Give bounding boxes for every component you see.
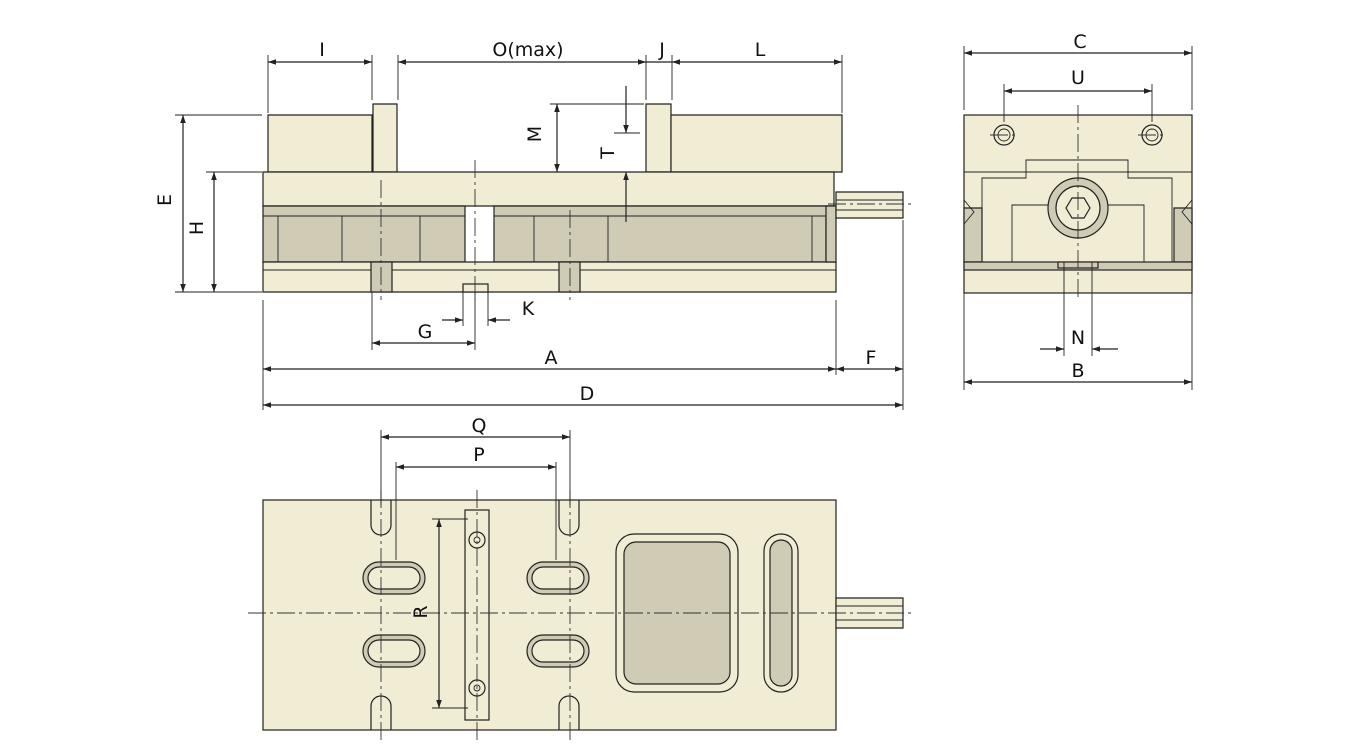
label-J: J <box>658 39 665 61</box>
label-H: H <box>186 221 208 235</box>
end-view <box>963 105 1193 300</box>
label-I: I <box>319 39 325 61</box>
dimension-labels: I O(max) J L C U E H M T G K A F D N B Q… <box>154 31 1087 619</box>
label-A: A <box>545 347 558 369</box>
label-C: C <box>1073 31 1086 53</box>
label-R: R <box>410 605 432 618</box>
side-view-dimensions <box>175 55 904 410</box>
label-G: G <box>418 321 433 343</box>
label-D: D <box>580 383 595 405</box>
top-view-dimensions <box>380 430 571 709</box>
label-F: F <box>866 347 877 369</box>
label-T: T <box>597 147 619 160</box>
label-M: M <box>524 126 546 142</box>
label-P: P <box>473 444 484 466</box>
top-view <box>248 490 912 740</box>
label-K: K <box>522 298 535 320</box>
label-Q: Q <box>472 415 487 437</box>
label-O-max: O(max) <box>492 39 563 61</box>
end-view-dimensions <box>963 46 1193 390</box>
side-view <box>262 103 912 300</box>
label-U: U <box>1071 67 1085 89</box>
label-N: N <box>1071 327 1085 349</box>
label-B: B <box>1071 360 1084 382</box>
label-L: L <box>755 39 766 61</box>
label-E: E <box>154 194 176 206</box>
